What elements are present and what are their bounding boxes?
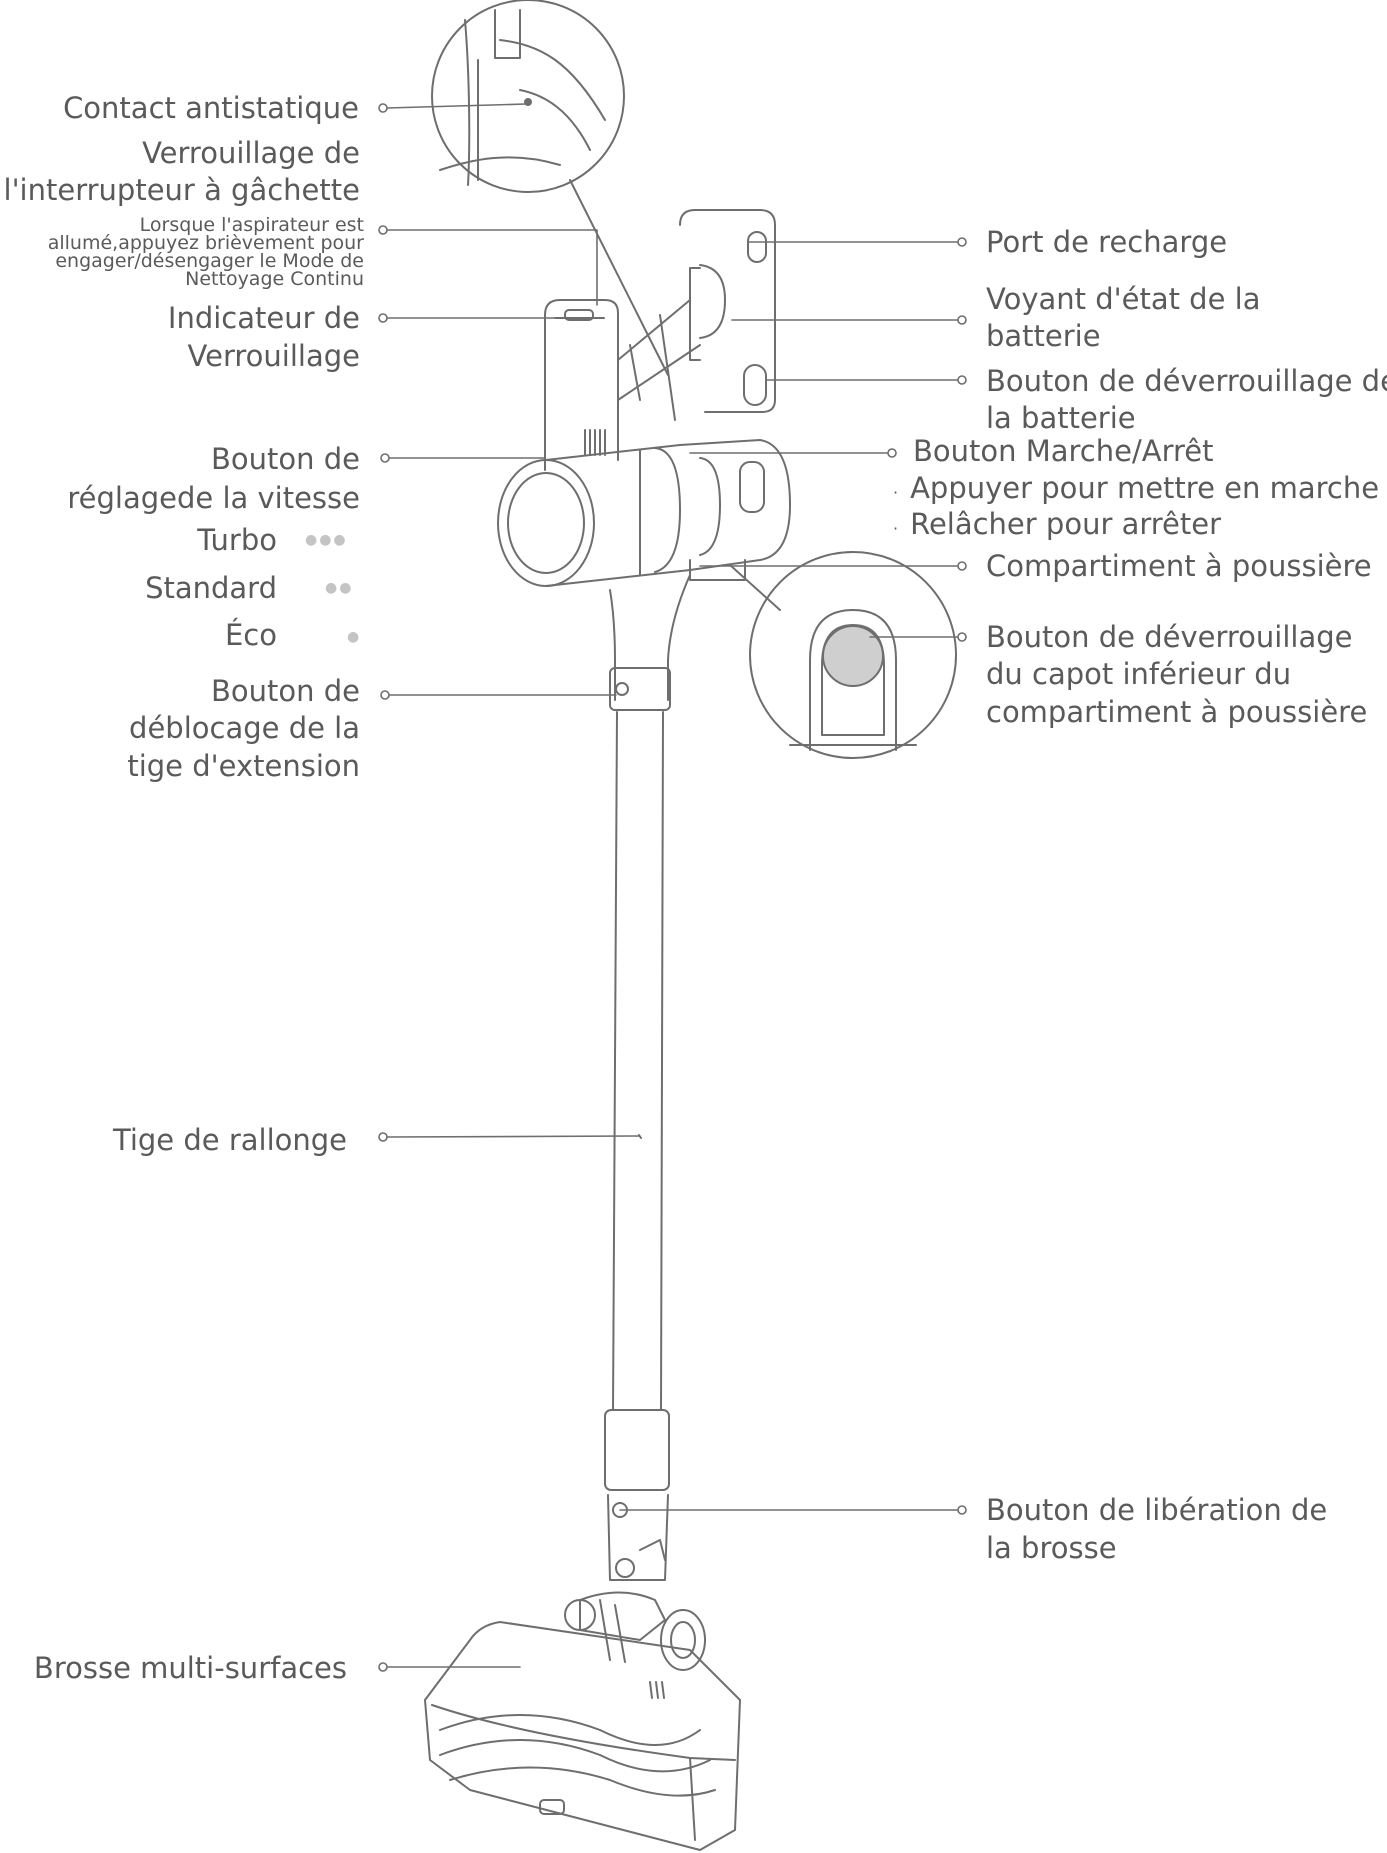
zoom-circle-bin [729,551,957,759]
label-trigger-note-line3: engager/désengager le Mode de [55,250,364,272]
motor-body [497,439,791,587]
extension-tube [604,574,691,1581]
handle [544,299,701,471]
label-extension-release-line2: déblocage de la [129,711,360,745]
label-extension-release-line1: Bouton de [211,674,360,708]
label-battery-status-line1: Voyant d'état de la [986,282,1261,316]
brush-head [424,1591,741,1851]
eco-dots: ● [347,629,362,645]
turbo-dots: ●●● [305,532,348,548]
bullet-icon: · [893,483,899,502]
label-extension-tube: Tige de rallonge [113,1123,347,1157]
leader-lines-left [378,103,640,1672]
label-speed-eco: Éco [224,618,277,652]
label-trigger-note-line4: Nettoyage Continu [185,268,364,290]
battery-pack [679,209,776,413]
label-power-press: · Appuyer pour mettre en marche [893,470,1379,511]
label-trigger-lock-line1: Verrouillage de [142,136,360,170]
label-brush-release-line1: Bouton de libération de [986,1493,1328,1527]
label-dust-bin: Compartiment à poussière [986,549,1372,583]
label-power-button: Bouton Marche/Arrêt [913,434,1214,468]
leader-lines-right [619,237,967,1515]
label-trigger-note-line2: allumé,appuyez brièvement pour [47,232,364,254]
label-antistatic-contact: Contact antistatique [63,91,359,125]
label-bin-lid-release-line1: Bouton de déverrouillage [986,620,1353,654]
label-brush-release-line2: la brosse [986,1531,1117,1565]
label-speed-turbo: Turbo [197,523,277,557]
label-bin-lid-release-line3: compartiment à poussière [986,695,1368,729]
label-battery-release-line2: la batterie [986,401,1136,435]
label-battery-status-line2: batterie [986,319,1101,353]
label-power-release-text: Relâcher pour arrêter [910,507,1222,541]
label-battery-release-line1: Bouton de déverrouillage de [986,364,1387,398]
label-speed-button-line1: Bouton de [211,442,360,476]
zoom-connector-top [569,179,669,376]
label-lock-indicator-line1: Indicateur de [167,301,360,335]
label-trigger-lock-line2: l'interrupteur à gâchette [3,173,360,207]
label-power-release: · Relâcher pour arrêter [893,506,1221,547]
zoom-circle-top [431,0,625,193]
label-speed-standard: Standard [145,571,277,605]
label-trigger-note-line1: Lorsque l'aspirateur est [139,214,364,236]
label-extension-release-line3: tige d'extension [127,749,360,783]
label-multi-surface-brush: Brosse multi-surfaces [33,1651,347,1685]
label-power-press-text: Appuyer pour mettre en marche [910,471,1380,505]
bullet-icon: · [893,519,899,538]
label-bin-lid-release-line2: du capot inférieur du [986,657,1292,691]
standard-dots: ●● [325,580,354,596]
label-speed-button-line2: réglagede la vitesse [67,481,360,515]
label-lock-indicator-line2: Verrouillage [187,339,360,373]
label-charging-port: Port de recharge [986,225,1228,259]
